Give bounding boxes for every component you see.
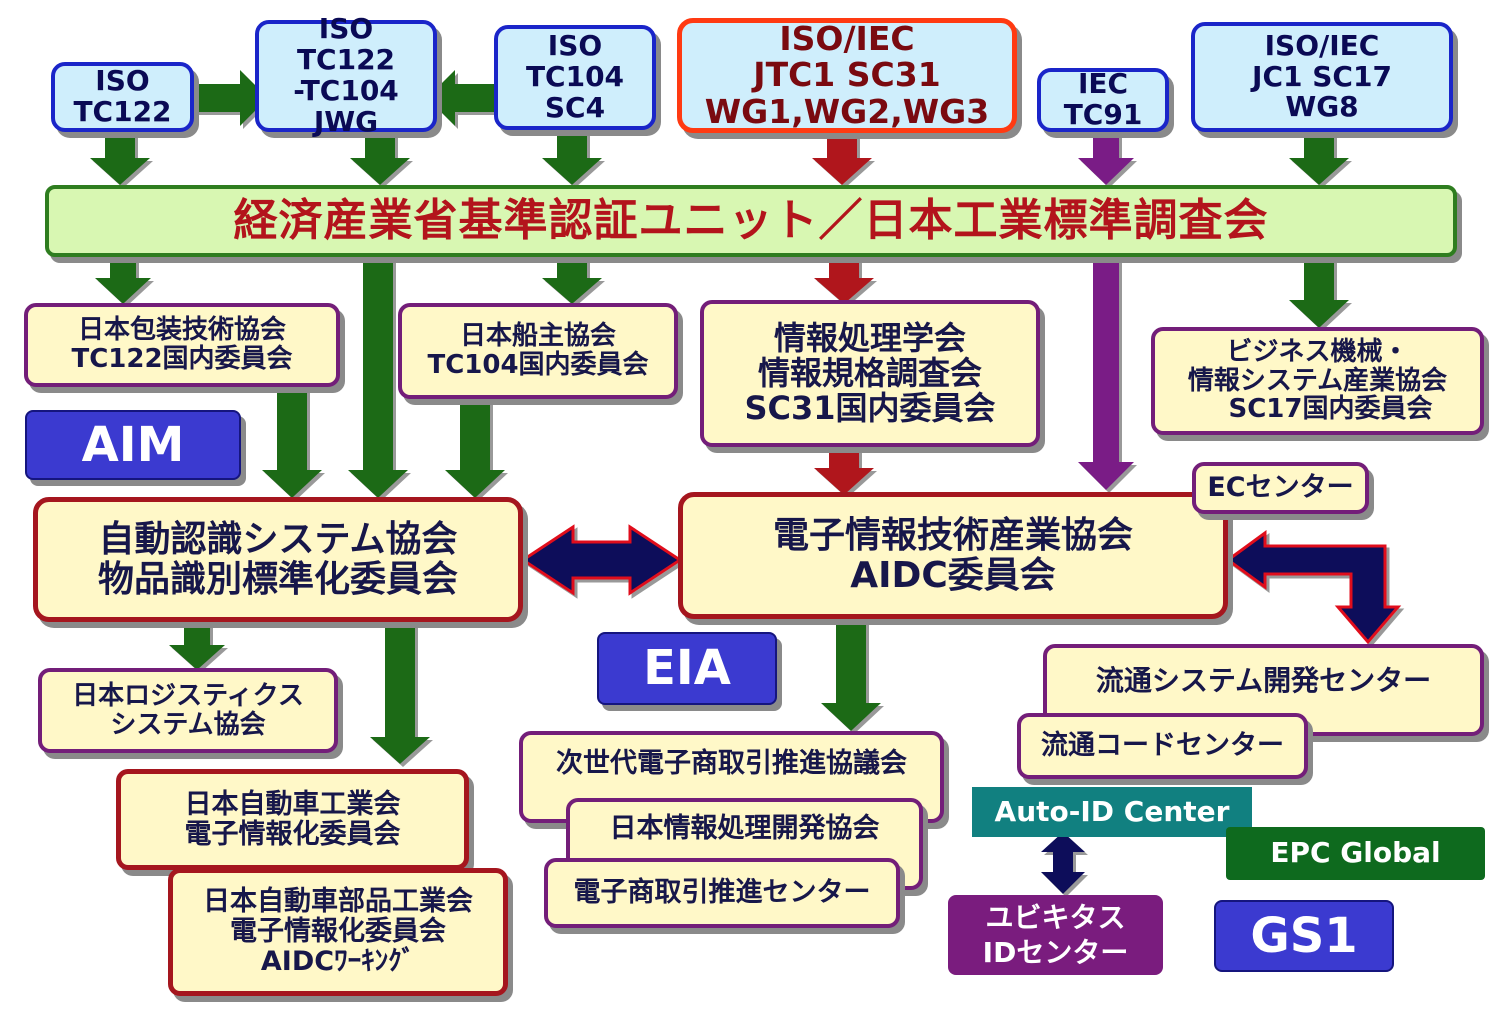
arrow-aim-japan-to-logistics [169,623,225,670]
arrow-meti-to-ipsj [814,256,874,304]
arrow-sc4-to-meti [542,133,602,185]
arrow-shipowners-to-aim-japan [445,400,505,498]
arrow-jwg-to-meti [350,135,410,185]
aim-logo: AIM [25,410,241,480]
aim-japan-box: 自動認識システム協会 物品識別標準化委員会 [33,497,523,622]
meti-jisc-bar: 経済産業省基準認証ユニット／日本工業標準調査会 [45,185,1457,257]
arrow-meti-to-shipowners [542,256,602,304]
double-arrow-jeita-dsri [1225,530,1402,645]
arrow-meti-to-jbmia [1289,256,1349,328]
iso-iec-jc1-sc17-box: ISO/IEC JC1 SC17 WG8 [1191,22,1453,132]
ecpc-box: 電子商取引推進センター [544,858,900,928]
iso-iec-jtc1-sc31-box: ISO/IEC JTC1 SC31 WG1,WG2,WG3 [677,18,1017,133]
shipowners-association-box: 日本船主協会 TC104国内委員会 [398,303,678,399]
arrow-meti-to-aim-japan [348,256,408,498]
japia-box: 日本自動車部品工業会 電子情報化委員会 AIDCﾜｰｷﾝｸﾞ [168,868,508,996]
arrow-sc4-to-jwg [427,70,500,126]
eia-logo: EIA [597,632,777,705]
ipsj-box: 情報処理学会 情報規格調査会 SC31国内委員会 [700,300,1040,447]
ec-center-box: ECセンター [1192,462,1369,514]
arrow-tc122-to-meti [90,135,150,185]
ubiquitous-id-center-logo: ユビキタス IDセンター [948,895,1163,975]
jbmia-box: ビジネス機械・ 情報システム産業協会 SC17国内委員会 [1151,327,1484,435]
gs1-logo: GS1 [1214,900,1394,972]
epc-global-logo: EPC Global [1226,827,1485,880]
double-arrow-autoid-ubiquitous [1041,832,1085,894]
iso-tc122-box: ISO TC122 [51,62,194,132]
distribution-code-center-box: 流通コードセンター [1017,713,1308,779]
arrow-meti-to-jeita [1078,256,1134,490]
arrow-ipsj-to-jeita [814,447,874,495]
arrow-jeita-to-ecom [821,620,881,731]
auto-id-center-logo: Auto-ID Center [972,787,1252,837]
arrow-tc91-to-meti [1078,135,1134,185]
double-arrow-aim-japan-jeita [520,524,683,596]
arrow-sc17-to-meti [1289,133,1349,185]
iso-jwg-box: ISO TC122 -TC104 JWG [255,14,437,137]
packaging-association-box: 日本包装技術協会 TC122国内委員会 [24,303,340,387]
arrow-sc31-to-meti [812,135,872,185]
iec-tc91-box: IEC TC91 [1037,68,1169,132]
iso-tc104-sc4-box: ISO TC104 SC4 [494,25,656,130]
arrow-aim-japan-to-jama [370,623,430,764]
jama-box: 日本自動車工業会 電子情報化委員会 [116,769,469,870]
jeita-box: 電子情報技術産業協会 AIDC委員会 [678,492,1228,619]
arrow-packaging-to-aim-japan [262,388,322,498]
logistics-association-box: 日本ロジスティクス システム協会 [38,668,338,753]
arrow-meti-to-packaging [95,256,151,304]
arrow-tc122-to-jwg [185,70,268,126]
